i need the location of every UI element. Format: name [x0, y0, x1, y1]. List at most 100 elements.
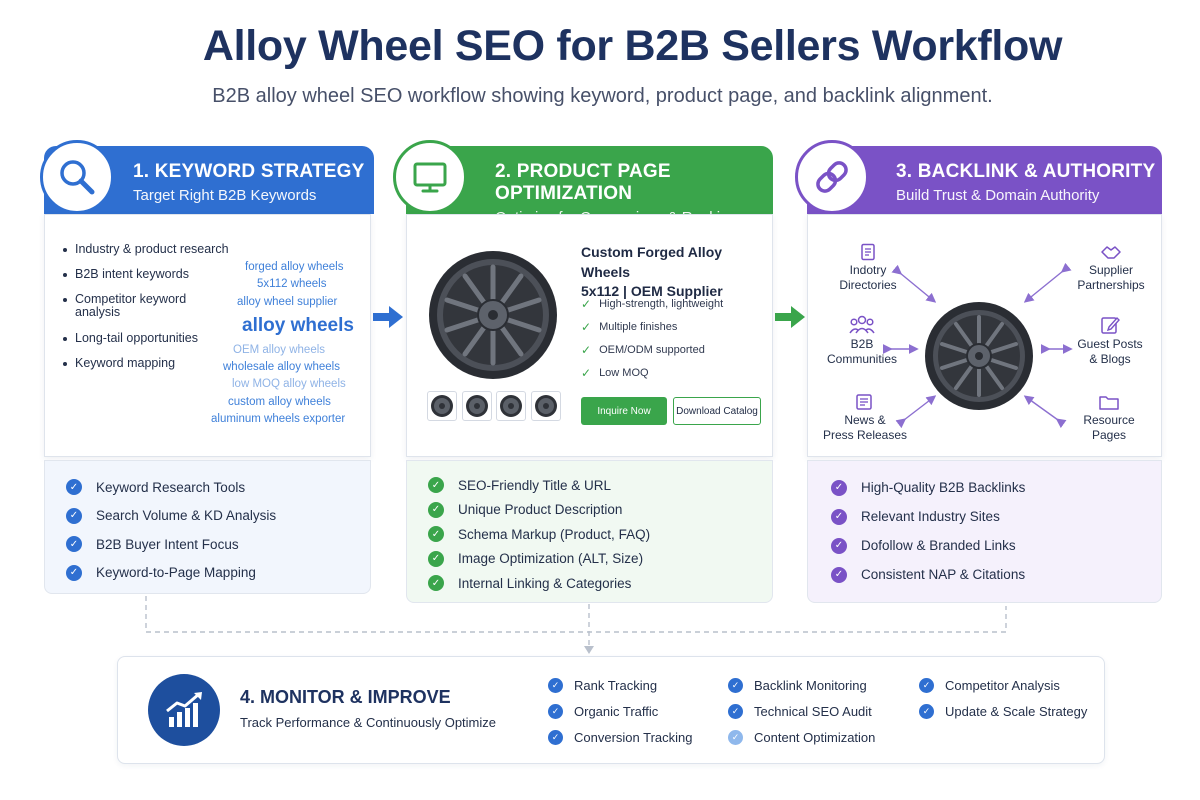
check-icon: ✓ — [919, 704, 934, 719]
checklist-item: ✓Dofollow & Branded Links — [808, 531, 1161, 560]
product-thumbnail[interactable] — [427, 391, 457, 421]
newspaper-icon — [856, 394, 872, 410]
check-icon: ✓ — [728, 678, 743, 693]
check-icon: ✓ — [919, 678, 934, 693]
check-icon: ✓ — [831, 566, 847, 583]
node-industry-directories: Indotry Directories — [828, 243, 908, 293]
check-icon: ✓ — [428, 575, 444, 592]
monitor-item: ✓Conversion Tracking — [548, 730, 693, 745]
list-item: Competitor keyword analysis — [61, 293, 191, 319]
check-icon: ✓ — [66, 536, 82, 553]
keyword-tag: aluminum wheels exporter — [211, 413, 346, 425]
check-icon: ✓ — [728, 704, 743, 719]
step2-title: 2. PRODUCT PAGE OPTIMIZATION — [495, 161, 671, 204]
checklist-item: ✓B2B Buyer Intent Focus — [45, 530, 370, 559]
checklist-item: ✓Consistent NAP & Citations — [808, 560, 1161, 589]
checklist-item: ✓Keyword Research Tools — [45, 473, 370, 502]
keyword-tag: forged alloy wheels — [245, 261, 344, 273]
keyword-tag: alloy wheel supplier — [237, 296, 338, 308]
check-icon: ✓ — [831, 508, 847, 525]
product-thumbnail[interactable] — [496, 391, 526, 421]
download-catalog-button[interactable]: Download Catalog — [673, 397, 761, 425]
monitor-item: ✓Rank Tracking — [548, 678, 657, 693]
node-supplier-partnerships: Supplier Partnerships — [1066, 243, 1156, 293]
backlink-panel: Indotry Directories Supplier Partnership… — [807, 214, 1162, 457]
keyword-tag: wholesale alloy wheels — [223, 361, 340, 373]
keyword-tag: custom alloy wheels — [228, 396, 331, 408]
handshake-icon — [1101, 246, 1121, 259]
monitor-icon — [393, 140, 467, 214]
checklist-item: ✓Internal Linking & Categories — [407, 571, 772, 596]
check-icon: ✓ — [428, 477, 444, 494]
alloy-wheel-image — [429, 251, 557, 379]
keyword-panel: Industry & product research B2B intent k… — [44, 214, 371, 457]
keyword-tag: low MOQ alloy wheels — [232, 378, 346, 390]
check-icon: ✓ — [66, 479, 82, 496]
magnifier-icon — [40, 140, 114, 214]
check-icon: ✓ — [548, 678, 563, 693]
product-feature: ✓Low MOQ — [581, 366, 649, 380]
keyword-tag: OEM alloy wheels — [233, 344, 326, 356]
check-icon: ✓ — [581, 343, 592, 357]
step3-title: 3. BACKLINK & AUTHORITY — [896, 161, 1156, 182]
node-news-press: News & Press Releases — [822, 393, 908, 443]
flow-arrow-icon — [373, 306, 403, 328]
check-icon: ✓ — [581, 366, 592, 380]
check-icon: ✓ — [66, 507, 82, 524]
check-icon: ✓ — [428, 526, 444, 543]
monitor-panel: 4. MONITOR & IMPROVE Track Performance &… — [117, 656, 1105, 764]
check-icon: ✓ — [428, 550, 444, 567]
list-item: Long-tail opportunities — [61, 331, 231, 345]
chain-link-icon — [795, 140, 869, 214]
check-icon: ✓ — [66, 564, 82, 581]
checklist-item: ✓Relevant Industry Sites — [808, 502, 1161, 531]
monitor-item: ✓Backlink Monitoring — [728, 678, 867, 693]
monitor-item: ✓Technical SEO Audit — [728, 704, 872, 719]
people-group-icon — [849, 315, 875, 334]
product-feature: ✓High-strength, lightweight — [581, 297, 724, 311]
checklist-item: ✓SEO-Friendly Title & URL — [407, 473, 772, 498]
checklist-item: ✓Image Optimization (ALT, Size) — [407, 547, 772, 572]
step3-subtitle: Build Trust & Domain Authority — [896, 187, 1100, 204]
product-title: Custom Forged Alloy Wheels 5x112 | OEM S… — [581, 244, 723, 300]
monitor-item: ✓Content Optimization — [728, 730, 875, 745]
check-icon: ✓ — [548, 730, 563, 745]
product-page-panel: Custom Forged Alloy Wheels 5x112 | OEM S… — [406, 214, 773, 457]
page-subtitle: B2B alloy wheel SEO workflow showing key… — [212, 85, 993, 107]
document-icon — [861, 243, 875, 261]
step1-subtitle: Target Right B2B Keywords — [133, 187, 317, 204]
step4-title: 4. MONITOR & IMPROVE — [240, 687, 451, 707]
node-resource-pages: Resource Pages — [1070, 393, 1148, 443]
checklist-item: ✓Schema Markup (Product, FAQ) — [407, 522, 772, 547]
check-icon: ✓ — [831, 479, 847, 496]
check-icon: ✓ — [581, 297, 592, 311]
connector-arrows-icon — [883, 262, 1073, 429]
monitor-item: ✓Competitor Analysis — [919, 678, 1060, 693]
check-icon: ✓ — [728, 730, 743, 745]
monitor-item: ✓Update & Scale Strategy — [919, 704, 1087, 719]
edit-icon — [1101, 316, 1120, 334]
node-guest-posts: Guest Posts & Blogs — [1070, 315, 1150, 367]
check-icon: ✓ — [581, 320, 592, 334]
check-icon: ✓ — [831, 537, 847, 554]
list-item: Keyword mapping — [61, 356, 231, 370]
checklist-item: ✓Unique Product Description — [407, 498, 772, 523]
page-title: Alloy Wheel SEO for B2B Sellers Workflow — [202, 22, 1063, 70]
product-thumbnail[interactable] — [462, 391, 492, 421]
checklist-item: ✓Keyword-to-Page Mapping — [45, 559, 370, 588]
checklist-item: ✓Search Volume & KD Analysis — [45, 502, 370, 531]
rising-chart-icon — [148, 674, 220, 746]
node-b2b-communities: B2B Communities — [820, 315, 904, 367]
list-item: B2B intent keywords — [61, 267, 231, 281]
check-icon: ✓ — [548, 704, 563, 719]
check-icon: ✓ — [428, 501, 444, 518]
keyword-tag: 5x112 wheels — [257, 278, 327, 290]
step1-title: 1. KEYWORD STRATEGY — [133, 161, 365, 182]
monitor-item: ✓Organic Traffic — [548, 704, 658, 719]
inquire-now-button[interactable]: Inquire Now — [581, 397, 667, 425]
product-feature: ✓Multiple finishes — [581, 320, 678, 334]
keyword-bullet-list: Industry & product research B2B intent k… — [61, 242, 231, 382]
keyword-checklist: ✓Keyword Research Tools ✓Search Volume &… — [44, 460, 371, 594]
product-thumbnail[interactable] — [531, 391, 561, 421]
